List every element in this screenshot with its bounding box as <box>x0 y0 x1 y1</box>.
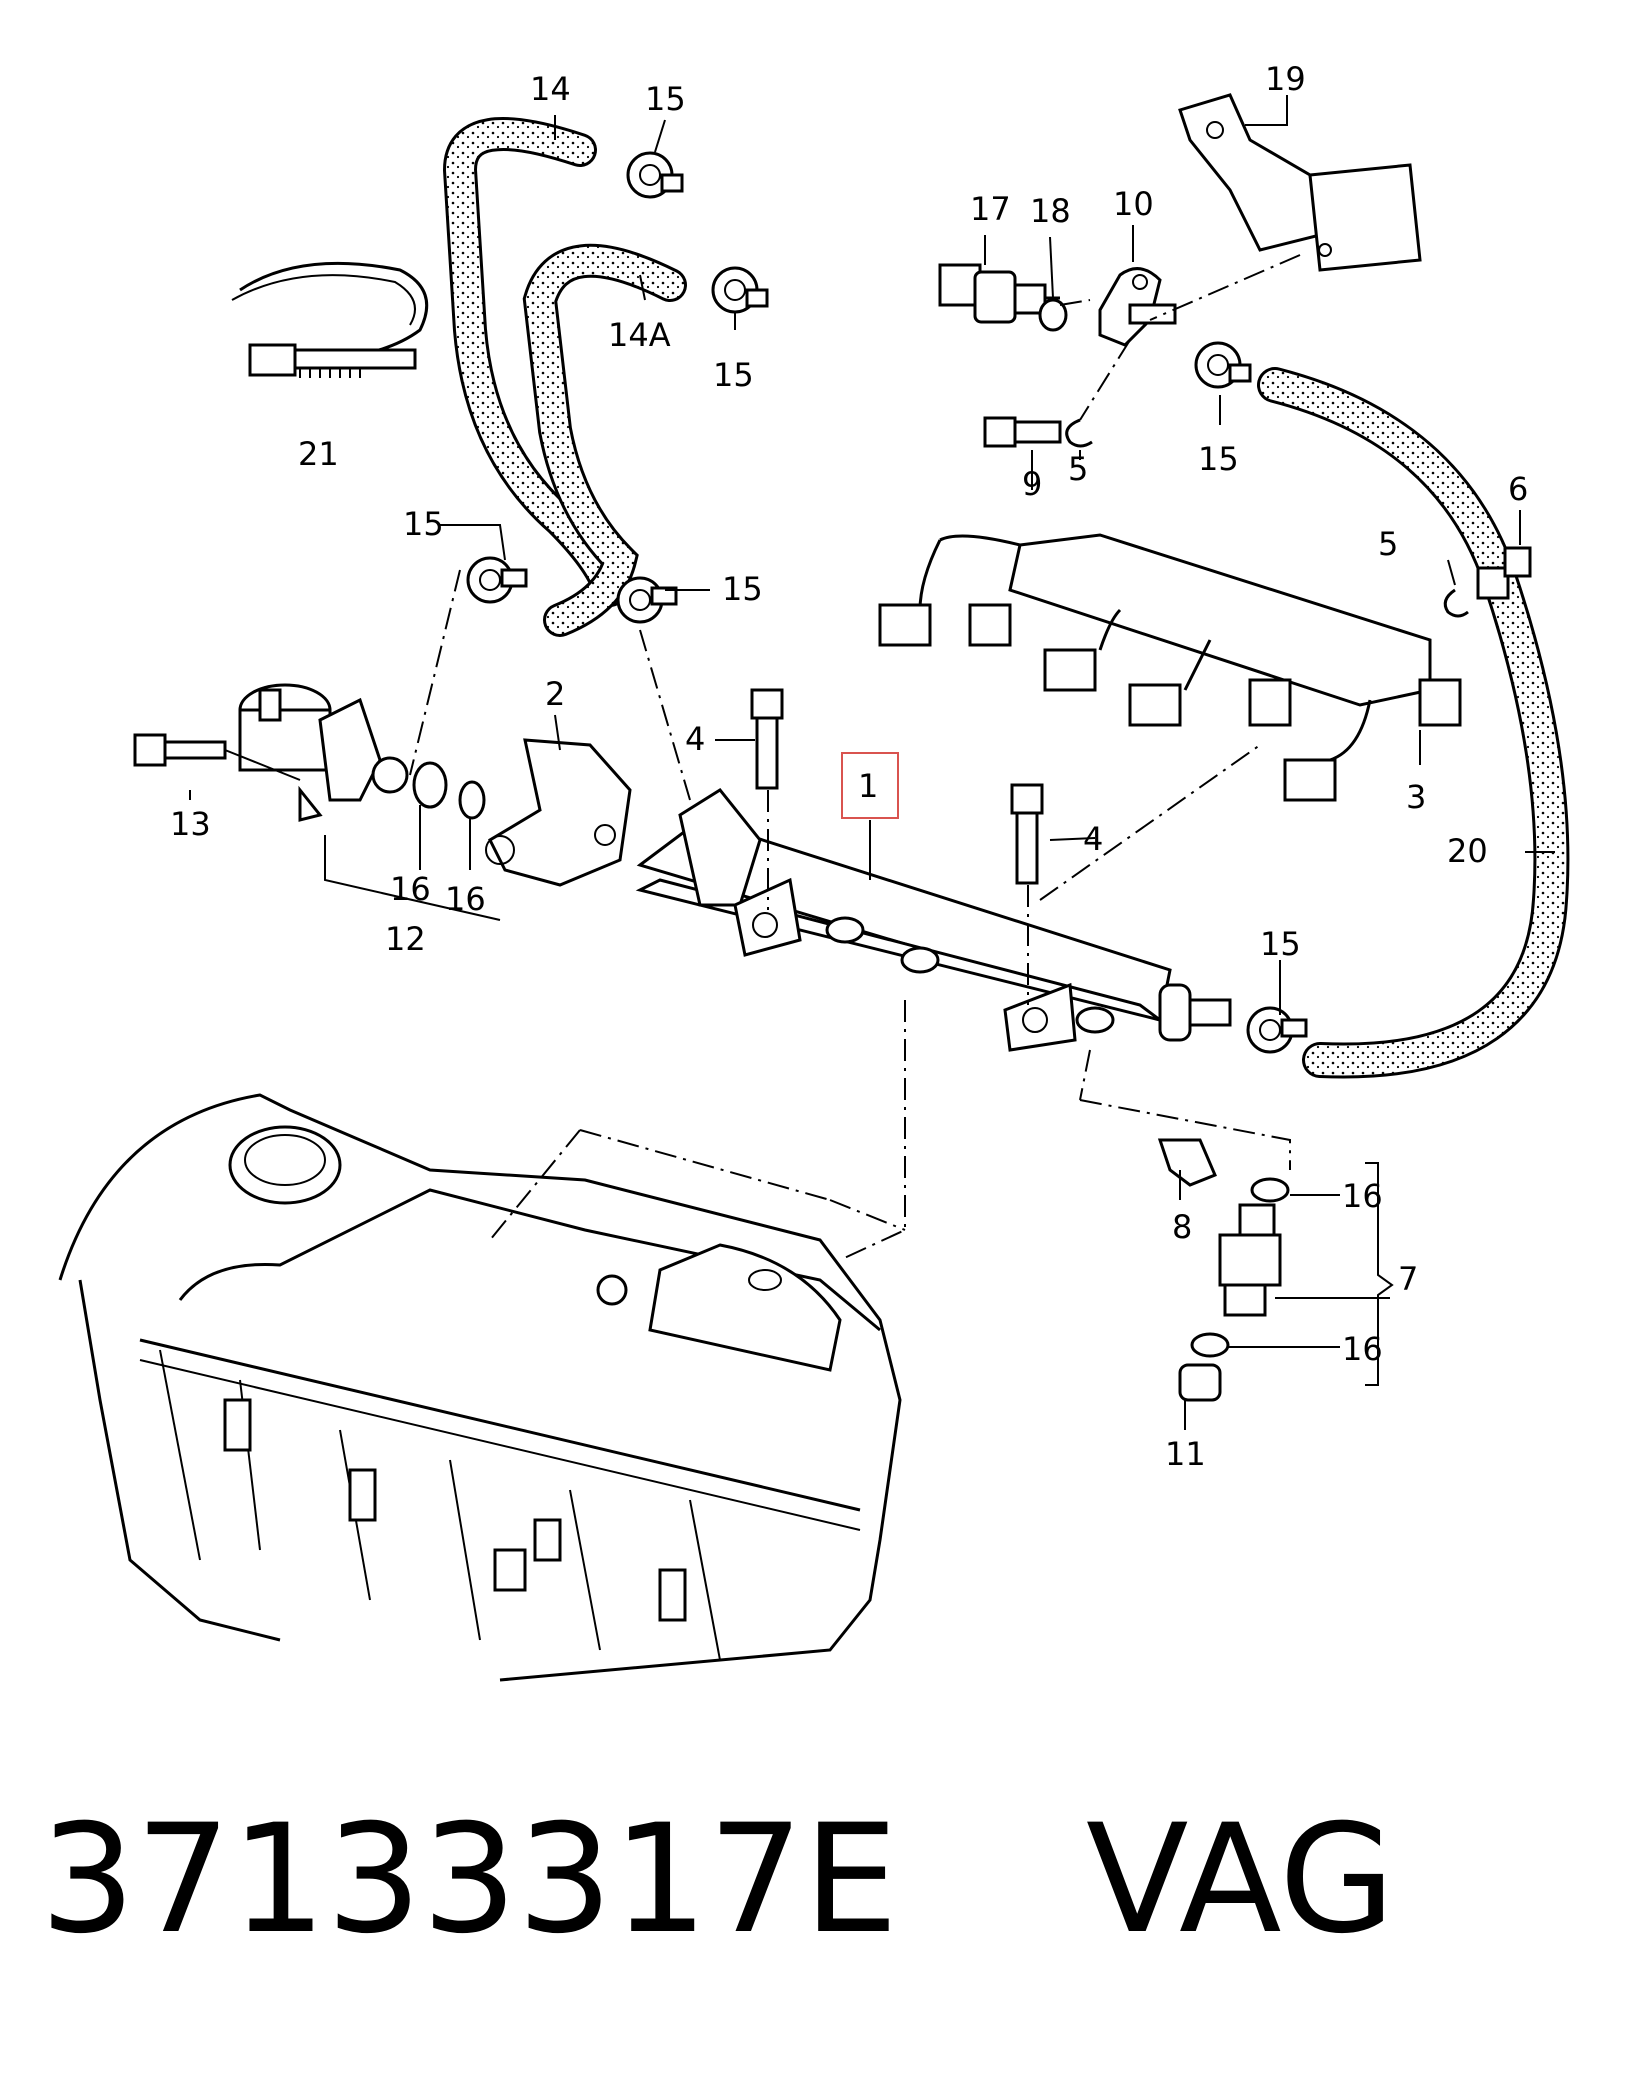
bolt-4b-icon <box>1010 783 1044 885</box>
callout-15-c: 15 <box>1198 440 1239 478</box>
part-number: 37133317E <box>40 1793 899 1967</box>
callout-5-b: 5 <box>1378 525 1398 563</box>
callout-20: 20 <box>1447 832 1488 870</box>
bolt-13-icon <box>133 733 301 781</box>
callout-4-a: 4 <box>685 720 705 758</box>
part-footer: 37133317E VAG <box>40 1805 1395 2005</box>
seal-11-icon <box>1178 1363 1222 1402</box>
washer-18-icon <box>1038 298 1068 332</box>
callout-10: 10 <box>1113 185 1154 223</box>
bracket-2-icon <box>485 738 632 887</box>
callout-17: 17 <box>970 190 1011 228</box>
bolt-9-icon <box>983 416 1062 448</box>
bolt-6-icon <box>1476 546 1532 600</box>
callout-3: 3 <box>1406 778 1426 816</box>
callout-16-c: 16 <box>1342 1177 1383 1215</box>
callout-16-a: 16 <box>390 870 431 908</box>
circlip-5b-icon <box>1443 588 1469 618</box>
callout-12: 12 <box>385 920 426 958</box>
pressure-regulator-12-icon <box>238 683 409 822</box>
hose-20 <box>1257 367 1570 1079</box>
circlip-5-icon <box>1065 418 1093 448</box>
callout-9: 9 <box>1022 465 1042 503</box>
callout-7: 7 <box>1398 1260 1418 1298</box>
callout-15-a: 15 <box>645 80 686 118</box>
callout-14a: 14A <box>608 316 671 354</box>
callout-6: 6 <box>1508 470 1528 508</box>
callout-1: 1 <box>858 767 878 805</box>
cable-tie-icon <box>231 261 429 378</box>
bolt-4a-icon <box>750 688 784 790</box>
hose-14 <box>442 117 627 607</box>
seal-16d-icon <box>1190 1332 1230 1358</box>
callout-leaders <box>189 95 1555 1430</box>
wiring-harness-3-icon <box>878 533 1462 802</box>
injector-7-icon <box>1218 1203 1282 1317</box>
callout-13: 13 <box>170 805 211 843</box>
callout-19: 19 <box>1265 60 1306 98</box>
seal-16b-icon <box>458 780 486 820</box>
fuel-rail-1-icon <box>635 788 1232 1052</box>
parts-diagram: 14 15 14A 15 19 17 18 10 21 9 5 15 6 5 1… <box>58 60 1570 1682</box>
highlight-box <box>841 752 899 819</box>
clip-8-icon <box>1157 1138 1217 1187</box>
callout-4-b: 4 <box>1083 820 1103 858</box>
sensor-17-icon <box>938 263 1060 324</box>
hose-clamp-icon <box>466 151 1308 1054</box>
callout-11: 11 <box>1165 1435 1206 1473</box>
leader-lines <box>409 254 1301 1261</box>
callout-18: 18 <box>1030 192 1071 230</box>
engine-block-icon <box>58 1093 902 1682</box>
callout-21: 21 <box>298 435 339 473</box>
callout-8: 8 <box>1172 1208 1192 1246</box>
callout-16-d: 16 <box>1342 1330 1383 1368</box>
callout-2: 2 <box>545 675 565 713</box>
callout-14: 14 <box>530 70 571 108</box>
seal-16a-icon <box>412 761 448 809</box>
callout-15-f: 15 <box>1260 925 1301 963</box>
callout-16-b: 16 <box>445 880 486 918</box>
callout-15-d: 15 <box>403 505 444 543</box>
callout-15-e: 15 <box>722 570 763 608</box>
brand-name: VAG <box>1085 1793 1396 1967</box>
bracket-19-icon <box>1178 93 1422 272</box>
bracket-10-icon <box>1098 267 1177 347</box>
callout-15-b: 15 <box>713 356 754 394</box>
hose-14a <box>522 243 687 637</box>
callout-5-a: 5 <box>1068 450 1088 488</box>
seal-16c-icon <box>1250 1177 1290 1203</box>
